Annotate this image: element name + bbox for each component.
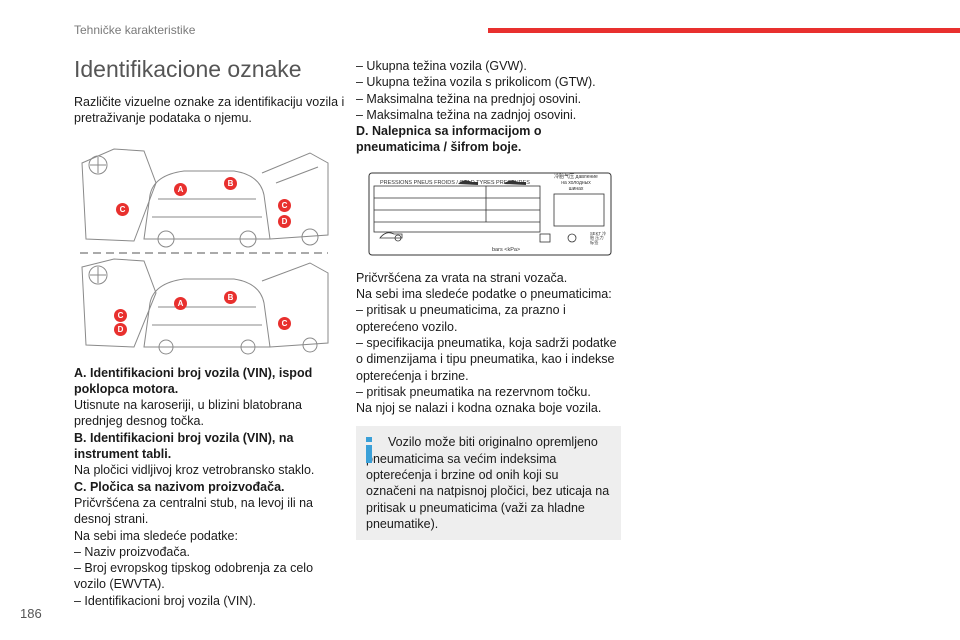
- tyre-label-illustration: [368, 172, 612, 256]
- note-text: Vozilo može biti originalno opremljeno p…: [366, 435, 610, 531]
- page-number: 186: [20, 606, 42, 621]
- item-a-label: A. Identifikacioni broj vozila (VIN), is…: [74, 365, 313, 396]
- marker-d: D: [278, 214, 291, 228]
- info-icon: [366, 437, 372, 464]
- list-item: – Naziv proizvođača.: [74, 544, 191, 559]
- vehicle-identification-figure: A B C C D A B C D C: [74, 143, 334, 355]
- item-d-text: Na njoj se nalazi i kodna oznaka boje vo…: [356, 401, 602, 416]
- marker-a: A: [174, 182, 187, 196]
- marker-b: B: [224, 176, 237, 190]
- tyre-label-header: PRESSIONS PNEUS FROIDS / COLD TYRES PRES…: [380, 179, 530, 186]
- list-item: – pritisak pneumatika na rezervnom točku…: [356, 384, 591, 399]
- list-item: – pritisak u pneumaticima, za prazno i o…: [356, 303, 566, 334]
- list-item: – Ukupna težina vozila (GVW).: [356, 59, 527, 73]
- tyre-pressure-label-figure: PRESSIONS PNEUS FROIDS / COLD TYRES PRES…: [368, 172, 612, 256]
- marker-c: C: [114, 308, 127, 322]
- left-column: Identifikacione oznake Različite vizueln…: [74, 54, 346, 609]
- item-a-text: Utisnute na karoseriji, u blizini blatob…: [74, 398, 302, 429]
- marker-c: C: [278, 198, 291, 212]
- intro-paragraph: Različite vizuelne oznake za identifikac…: [74, 95, 345, 126]
- tyre-label-code: SEKT 冷胎 压力 标签: [590, 230, 607, 245]
- item-b-text: Na pločici vidljivoj kroz vetrobransko s…: [74, 463, 315, 478]
- item-c-intro: Na sebi ima sledeće podatke:: [74, 528, 238, 543]
- marker-a: A: [174, 296, 187, 310]
- vehicle-illustration: [80, 148, 329, 355]
- item-c-text: Pričvršćena za centralni stub, na levoj …: [74, 495, 314, 527]
- marker-b: B: [224, 290, 237, 304]
- list-item: – Maksimalna težina na zadnjoj osovini.: [356, 107, 577, 122]
- header-accent-bar: [488, 28, 960, 33]
- item-d-label: D. Nalepnica sa informacijom o pneumatic…: [356, 124, 542, 155]
- list-item: – Ukupna težina vozila s prikolicom (GTW…: [356, 75, 596, 90]
- info-note: Vozilo može biti originalno opremljeno p…: [356, 426, 621, 541]
- section-header-title: Tehničke karakteristike: [74, 23, 196, 37]
- marker-c: C: [116, 202, 129, 216]
- list-item: – specifikacija pneumatika, koja sadrži …: [356, 335, 617, 383]
- right-column: – Ukupna težina vozila (GVW). – Ukupna t…: [356, 58, 624, 541]
- list-item: – Broj evropskog tipskog odobrenja za ce…: [74, 561, 314, 592]
- marker-d: D: [114, 322, 127, 336]
- tyre-label-side-text: 冷胎气压 давление на холодных шинах: [554, 173, 598, 192]
- item-b-label: B. Identifikacioni broj vozila (VIN), na…: [74, 430, 294, 462]
- item-d-text: Na sebi ima sledeće podatke o pneumatici…: [356, 287, 612, 302]
- list-item: – Maksimalna težina na prednjoj osovini.: [356, 91, 582, 106]
- page-title: Identifikacione oznake: [74, 56, 302, 82]
- tyre-label-units: bars <kPa>: [492, 246, 521, 253]
- item-d-text: Pričvršćena za vrata na strani vozača.: [356, 270, 568, 285]
- marker-c: C: [278, 316, 291, 330]
- item-c-label: C. Pločica sa nazivom proizvođača.: [74, 479, 285, 494]
- list-item: – Identifikacioni broj vozila (VIN).: [74, 593, 257, 608]
